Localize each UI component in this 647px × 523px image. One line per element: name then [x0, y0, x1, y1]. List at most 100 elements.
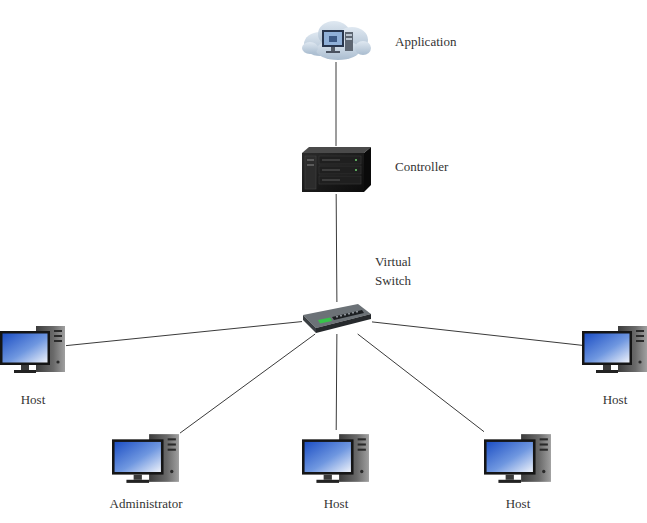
computer-tower-part [636, 330, 644, 332]
switch-ports-part [332, 310, 364, 320]
computer-monitor-part [0, 331, 50, 365]
cloud-computer-part [331, 47, 335, 51]
computer-monitor-part [3, 334, 48, 363]
server-bays-part [319, 166, 361, 174]
switch-port-dots-part [344, 314, 346, 316]
network-link [336, 194, 338, 302]
computer-monitor [582, 331, 632, 373]
device-label: Application [395, 32, 515, 51]
cloud-computer [322, 30, 353, 53]
device-label: Administrator [70, 494, 222, 513]
computer-monitor [112, 439, 164, 483]
server-bays [305, 156, 361, 189]
device-label: Host [282, 494, 390, 513]
computer-tower-part [168, 443, 176, 445]
computer-monitor [302, 439, 354, 483]
computer-monitor-part [134, 475, 142, 480]
device-node: Controller [300, 146, 372, 194]
device-label: Host [0, 390, 76, 409]
computer-tower-part [168, 449, 176, 451]
server-bays-part [355, 159, 357, 161]
computer-monitor-part [316, 480, 339, 483]
device-node: Host [484, 430, 552, 486]
switch-icon [302, 302, 372, 334]
computer-icon [112, 430, 180, 486]
computer-monitor-part [484, 439, 536, 474]
computer-monitor-part [126, 480, 149, 483]
computer-monitor-part [324, 475, 332, 480]
server-bays-part [307, 164, 314, 166]
device-node: Virtual Switch [302, 302, 372, 334]
computer-tower-part [636, 335, 644, 337]
server-bays-part [322, 169, 340, 171]
computer-monitor-part [487, 442, 533, 472]
cloud-icon [300, 18, 372, 62]
cloud-shape [302, 21, 371, 60]
computer-monitor-part [585, 334, 630, 363]
computer-tower-part [540, 449, 548, 451]
network-link [372, 322, 582, 345]
network-link [336, 62, 337, 146]
switch-port-dots-part [336, 316, 338, 318]
server-top [302, 147, 371, 153]
device-label: Virtual Switch [375, 252, 427, 290]
computer-monitor-part [14, 370, 36, 373]
computer-icon [0, 322, 66, 376]
switch-port-dots-part [348, 313, 350, 315]
device-label: Host [572, 390, 647, 409]
cloud-computer-part [326, 51, 340, 53]
device-node: Host [582, 322, 647, 376]
computer-monitor-part [603, 365, 611, 370]
computer-tower-part [638, 360, 641, 363]
cloud-computer-part [345, 32, 353, 51]
computer-monitor [484, 439, 536, 483]
computer-tower-part [636, 340, 644, 342]
switch-port-dots-part [352, 312, 354, 314]
computer-tower-part [170, 470, 173, 473]
computer-monitor-part [498, 480, 521, 483]
server-bays-part [307, 159, 314, 161]
switch-port-dots-part [340, 315, 342, 317]
switch-side [303, 315, 316, 333]
device-node: Host [0, 322, 66, 376]
cloud-shape-part [355, 41, 371, 55]
server-bays-part [322, 179, 340, 181]
computer-monitor-part [582, 331, 632, 365]
network-link [358, 334, 484, 432]
computer-tower-part [358, 443, 366, 445]
computer-monitor-part [506, 475, 514, 480]
server-side [364, 147, 371, 192]
computer-icon [484, 430, 552, 486]
computer-tower-part [56, 360, 59, 363]
server-bays-part [319, 156, 361, 164]
computer-monitor-part [305, 442, 351, 472]
server-bays-part [305, 156, 316, 189]
device-label: Controller [395, 157, 515, 176]
computer-tower-part [360, 470, 363, 473]
cloud-computer-part [346, 34, 352, 36]
server-front [302, 153, 364, 192]
cloud-computer-part [346, 38, 352, 40]
computer-monitor-part [302, 439, 354, 474]
computer-icon [302, 430, 370, 486]
network-link [66, 322, 302, 346]
cloud-computer-part [329, 36, 337, 42]
switch-port-dots-part [356, 311, 358, 313]
device-node: Administrator [112, 430, 180, 486]
switch-ports [332, 310, 364, 320]
cloud-computer-part [322, 30, 344, 47]
cloud-shape-part [302, 42, 318, 54]
computer-tower-part [54, 330, 62, 332]
server-bays-part [319, 176, 361, 184]
computer-tower-part [358, 449, 366, 451]
network-link [336, 334, 338, 430]
server-icon [300, 146, 372, 194]
computer-monitor-part [112, 439, 164, 474]
computer-tower-part [358, 438, 366, 440]
cloud-computer-part [324, 32, 342, 45]
computer-monitor-part [115, 442, 161, 472]
server-bays-part [322, 159, 340, 161]
computer-tower-part [168, 438, 176, 440]
computer-tower-part [542, 470, 545, 473]
